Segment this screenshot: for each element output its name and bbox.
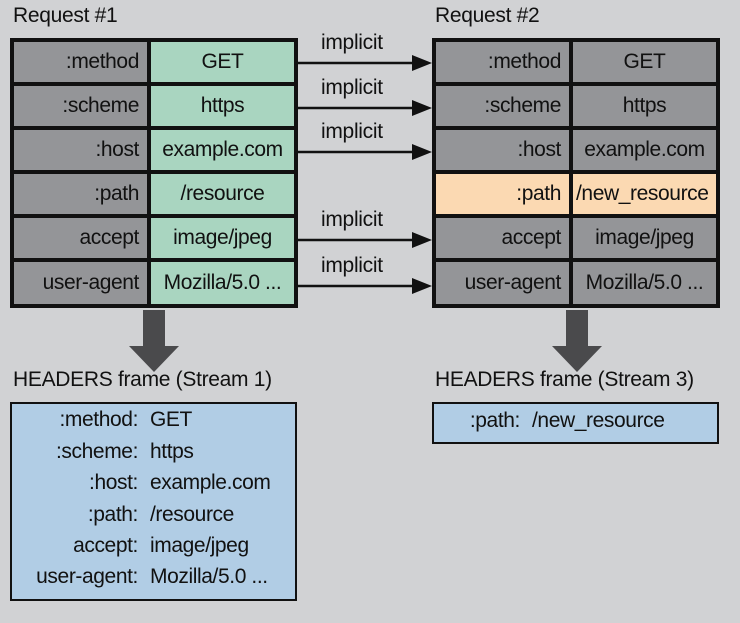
implicit-label-accept: implicit — [321, 208, 383, 231]
implicit-arrow-method — [298, 55, 432, 71]
request2-value-method: GET — [571, 40, 718, 84]
frame1-box: :method: GET :scheme: https :host: examp… — [10, 402, 297, 601]
frame1-line-path: :path: /resource — [12, 503, 235, 527]
request1-value-method: GET — [149, 40, 296, 84]
frame1-line-accept: accept: image/jpeg — [12, 534, 249, 558]
frame2-value-path: /new_resource — [532, 409, 665, 432]
implicit-arrow-accept — [298, 232, 432, 248]
frame1-title: HEADERS frame (Stream 1) — [13, 368, 272, 391]
frame1-value-scheme: https — [150, 440, 194, 463]
implicit-arrow-user-agent — [298, 278, 432, 294]
frame1-line-method: :method: GET — [12, 408, 192, 432]
request1-key-scheme: :scheme — [12, 84, 149, 128]
request2-value-accept: image/jpeg — [571, 216, 718, 260]
request1-row-method: :method GET — [12, 40, 296, 84]
request1-key-user-agent: user-agent — [12, 260, 149, 306]
frame1-key-user-agent: user-agent: — [36, 565, 138, 588]
implicit-label-user-agent: implicit — [321, 254, 383, 277]
request1-row-user-agent: user-agent Mozilla/5.0 ... — [12, 260, 296, 306]
request1-value-user-agent: Mozilla/5.0 ... — [149, 260, 296, 306]
frame1-key-path: :path: — [87, 503, 139, 526]
request2-key-scheme: :scheme — [434, 84, 571, 128]
frame1-key-accept: accept: — [73, 534, 138, 557]
request2-title: Request #2 — [435, 4, 540, 27]
request2-row-path: :path /new_resource — [434, 172, 718, 216]
request1-title: Request #1 — [13, 4, 118, 27]
frame1-value-user-agent: Mozilla/5.0 ... — [150, 565, 268, 588]
implicit-label-method: implicit — [321, 31, 383, 54]
request2-key-user-agent: user-agent — [434, 260, 571, 306]
frame1-key-host: :host: — [89, 471, 138, 494]
implicit-arrow-scheme — [298, 100, 432, 116]
frame1-value-host: example.com — [150, 471, 271, 494]
implicit-label-host: implicit — [321, 120, 383, 143]
request1-key-path: :path — [12, 172, 149, 216]
request1-value-host: example.com — [149, 128, 296, 172]
request1-value-path: /resource — [149, 172, 296, 216]
request1-value-scheme: https — [149, 84, 296, 128]
down-arrow-stream-3 — [552, 310, 602, 372]
frame1-line-scheme: :scheme: https — [12, 440, 194, 464]
frame2-box: :path: /new_resource — [432, 402, 719, 444]
request2-row-method: :method GET — [434, 40, 718, 84]
request2-key-method: :method — [434, 40, 571, 84]
frame2-key-path: :path: — [469, 409, 521, 432]
frame2-line-path: :path: /new_resource — [434, 409, 665, 433]
request2-key-host: :host — [434, 128, 571, 172]
frame2-title: HEADERS frame (Stream 3) — [435, 368, 694, 391]
implicit-label-scheme: implicit — [321, 76, 383, 99]
request2-value-path: /new_resource — [571, 172, 718, 216]
request2-key-accept: accept — [434, 216, 571, 260]
implicit-arrow-host — [298, 144, 432, 160]
request1-row-accept: accept image/jpeg — [12, 216, 296, 260]
frame1-key-scheme: :scheme: — [56, 440, 138, 463]
request2-row-host: :host example.com — [434, 128, 718, 172]
frame1-key-method: :method: — [59, 408, 138, 431]
request2-value-user-agent: Mozilla/5.0 ... — [571, 260, 718, 306]
frame1-value-path: /resource — [150, 503, 234, 526]
request1-key-method: :method — [12, 40, 149, 84]
request2-key-path: :path — [434, 172, 571, 216]
request2-row-accept: accept image/jpeg — [434, 216, 718, 260]
request2-row-user-agent: user-agent Mozilla/5.0 ... — [434, 260, 718, 306]
frame1-line-host: :host: example.com — [12, 471, 271, 495]
request2-value-host: example.com — [571, 128, 718, 172]
down-arrow-stream-1 — [129, 310, 179, 372]
request1-row-path: :path /resource — [12, 172, 296, 216]
request2-header-table: :method GET :scheme https :host example.… — [432, 38, 720, 308]
frame1-line-user-agent: user-agent: Mozilla/5.0 ... — [12, 565, 268, 589]
request1-header-table: :method GET :scheme https :host example.… — [10, 38, 298, 308]
frame1-value-accept: image/jpeg — [150, 534, 249, 557]
request1-row-scheme: :scheme https — [12, 84, 296, 128]
request2-row-scheme: :scheme https — [434, 84, 718, 128]
request1-key-accept: accept — [12, 216, 149, 260]
request1-value-accept: image/jpeg — [149, 216, 296, 260]
frame1-value-method: GET — [150, 408, 192, 431]
request2-value-scheme: https — [571, 84, 718, 128]
request1-key-host: :host — [12, 128, 149, 172]
request1-row-host: :host example.com — [12, 128, 296, 172]
